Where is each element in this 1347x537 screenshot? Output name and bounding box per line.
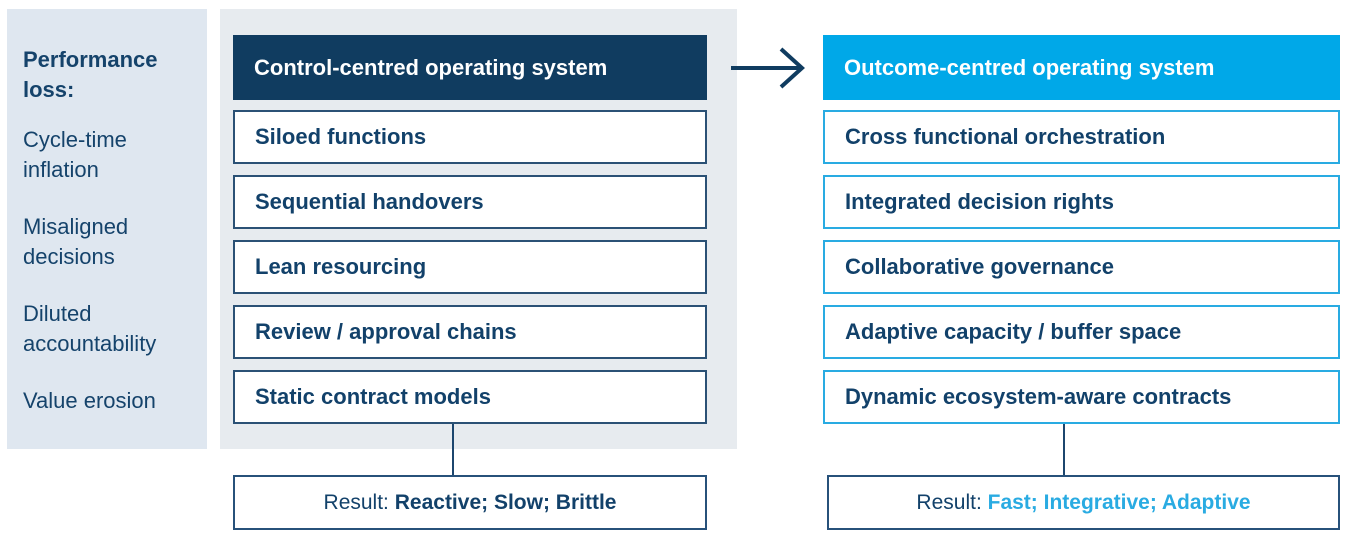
- outcome-box-collaborative-governance: Collaborative governance: [823, 240, 1340, 294]
- right-arrow-icon: [731, 46, 809, 90]
- performance-loss-panel: Performance loss: Cycle-time inflation M…: [7, 9, 207, 449]
- control-box-review-approval-chains: Review / approval chains: [233, 305, 707, 359]
- control-box-static-contract-models: Static contract models: [233, 370, 707, 424]
- control-result-value: Reactive; Slow; Brittle: [394, 490, 617, 514]
- connector-line-right: [1063, 424, 1065, 475]
- performance-loss-item: Diluted accountability: [23, 301, 157, 356]
- control-box-siloed-functions: Siloed functions: [233, 110, 707, 164]
- performance-loss-item: Cycle-time inflation: [23, 127, 127, 182]
- result-label: Result:: [323, 490, 395, 514]
- control-centred-header: Control-centred operating system: [233, 35, 707, 100]
- control-box-lean-resourcing: Lean resourcing: [233, 240, 707, 294]
- outcome-result-value: Fast; Integrative; Adaptive: [987, 490, 1251, 514]
- connector-line-left: [452, 424, 454, 475]
- outcome-box-cross-functional-orchestration: Cross functional orchestration: [823, 110, 1340, 164]
- outcome-box-integrated-decision-rights: Integrated decision rights: [823, 175, 1340, 229]
- outcome-centred-header: Outcome-centred operating system: [823, 35, 1340, 100]
- outcome-box-dynamic-contracts: Dynamic ecosystem-aware contracts: [823, 370, 1340, 424]
- performance-loss-item: Misaligned decisions: [23, 214, 129, 269]
- control-box-sequential-handovers: Sequential handovers: [233, 175, 707, 229]
- control-result-box: Result: Reactive; Slow; Brittle: [233, 475, 707, 530]
- result-label: Result:: [916, 490, 988, 514]
- outcome-box-adaptive-capacity: Adaptive capacity / buffer space: [823, 305, 1340, 359]
- performance-loss-heading: Performance loss:: [23, 47, 158, 102]
- outcome-result-box: Result: Fast; Integrative; Adaptive: [827, 475, 1340, 530]
- performance-loss-item: Value erosion: [23, 388, 156, 413]
